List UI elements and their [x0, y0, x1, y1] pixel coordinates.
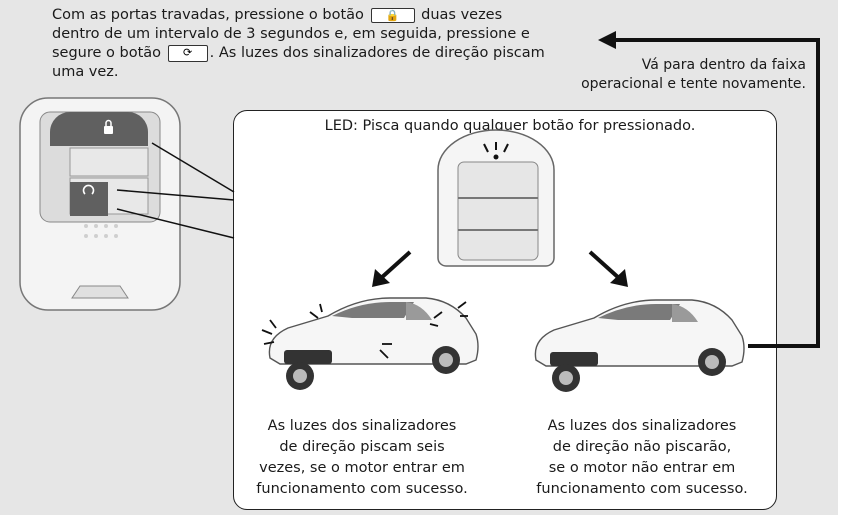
- remote-start-icon: ⟳: [183, 45, 193, 59]
- outcome-failure-line-2: de direção não piscarão,: [552, 439, 732, 455]
- key-fob: [19, 97, 181, 311]
- outcome-success-line-1: As luzes dos sinalizadores: [267, 418, 457, 434]
- outcome-success-caption: As luzes dos sinalizadores de direção pi…: [236, 416, 488, 500]
- outcome-failure-line-3: se o motor não entrar em: [548, 460, 736, 476]
- return-arrow-icon: [598, 31, 820, 348]
- led-blink-marks: [483, 142, 509, 153]
- retry-line-1: Vá para dentro da faixa: [641, 57, 806, 73]
- retry-text: Vá para dentro da faixa operacional e te…: [566, 56, 806, 94]
- arrow-down-left-icon: [372, 250, 412, 287]
- led-text: LED: Pisca quando qualquer botão for pre…: [324, 118, 696, 134]
- retry-line-2: operacional e tente novamente.: [581, 76, 806, 92]
- instruction-part1: Com as portas travadas, pressione o botã…: [52, 7, 364, 23]
- outcome-success-line-4: funcionamento com sucesso.: [256, 481, 468, 497]
- led-indicator: [493, 154, 499, 160]
- callout-pointers: [116, 142, 235, 239]
- fob-lock-symbol: [104, 119, 113, 134]
- remote-start-button-symbol: ⟳: [167, 44, 208, 62]
- lock-button-symbol: 🔒: [370, 7, 415, 23]
- instruction-text: Com as portas travadas, pressione o botã…: [52, 6, 552, 82]
- instruction-part2: duas vezes dentro de um intervalo de 3 s…: [52, 7, 530, 61]
- lock-icon: 🔒: [385, 8, 400, 22]
- fob-remote-symbol: [82, 184, 95, 195]
- outcome-failure-caption: As luzes dos sinalizadores de direção nã…: [516, 416, 768, 500]
- blink-marks-left: [261, 301, 468, 359]
- instruction-part3: . As luzes dos sinalizadores de direção …: [52, 45, 545, 80]
- outcome-success-line-2: de direção piscam seis: [279, 439, 445, 455]
- outcome-failure-line-1: As luzes dos sinalizadores: [547, 418, 737, 434]
- outcome-failure-line-4: funcionamento com sucesso.: [536, 481, 748, 497]
- outcome-success-line-3: vezes, se o motor entrar em: [259, 460, 465, 476]
- fob-dots: [84, 224, 118, 238]
- arrow-down-right-icon: [588, 250, 628, 287]
- car-right: [534, 299, 745, 392]
- fob-small: [437, 129, 555, 267]
- car-left: [261, 297, 479, 390]
